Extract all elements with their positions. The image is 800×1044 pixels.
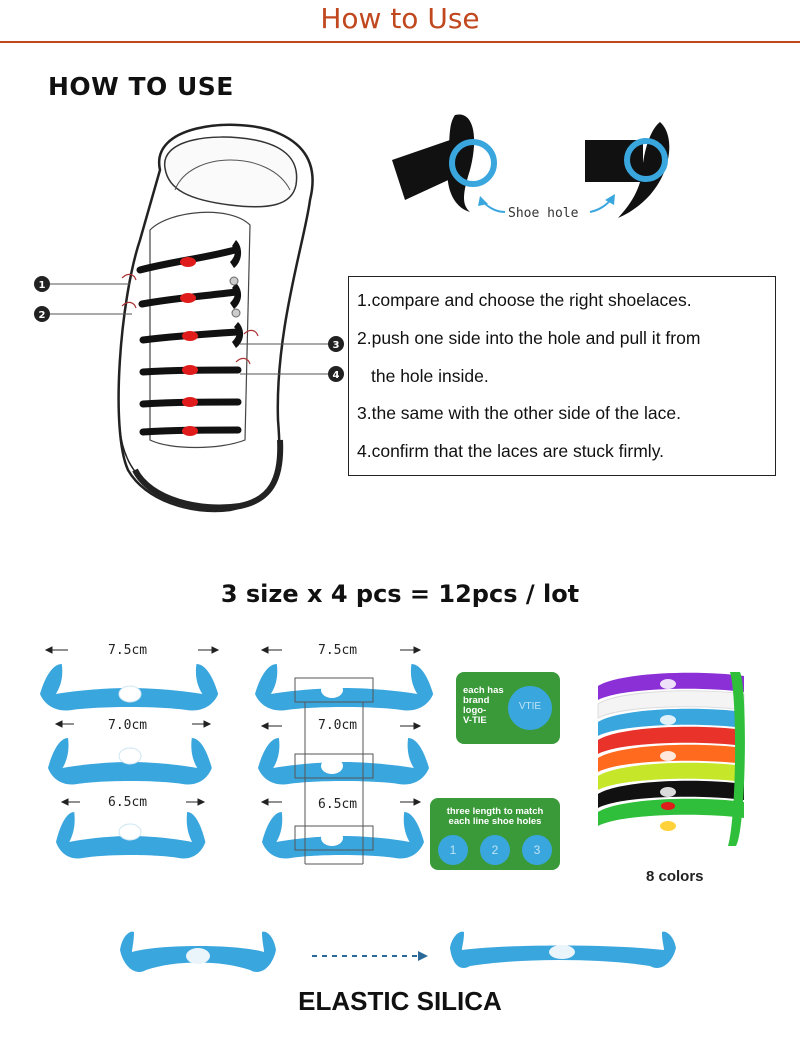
- length-label-left-2: 7.0cm: [108, 718, 148, 733]
- step-2-continued-text: the hole inside.: [371, 366, 489, 386]
- length-label-right-3: 6.5cm: [318, 797, 358, 812]
- callout-3: 3: [333, 340, 340, 351]
- length-label-left-1: 7.5cm: [108, 643, 148, 658]
- badge-logo-line-4: V-TIE: [463, 715, 487, 726]
- length-match-badge: three length to match each line shoe hol…: [430, 798, 560, 870]
- shoe-hole-label: Shoe hole: [508, 206, 579, 221]
- step-4-text: 4.confirm that the laces are stuck firml…: [357, 441, 665, 461]
- color-variants-stack: [597, 672, 745, 846]
- callout-markers: [34, 276, 344, 382]
- callout-4: 4: [333, 370, 340, 381]
- step-3-text: 3.the same with the other side of the la…: [357, 403, 681, 423]
- vtie-logo-text: VTIE: [518, 701, 542, 712]
- length-label-right-1: 7.5cm: [318, 643, 358, 658]
- step-2-text: 2.push one side into the hole and pull i…: [357, 328, 701, 348]
- callout-1: 1: [39, 280, 46, 291]
- size-count-heading: 3 size x 4 pcs = 12pcs / lot: [220, 580, 580, 608]
- hole-size-disc-2: 2: [480, 835, 510, 865]
- how-to-use-heading: HOW TO USE: [48, 72, 234, 101]
- elastic-silica-label: ELASTIC SILICA: [298, 986, 502, 1016]
- step-1-text: 1.compare and choose the right shoelaces…: [357, 290, 692, 310]
- callout-2: 2: [39, 310, 46, 321]
- hole-size-number-1: 1: [449, 843, 457, 857]
- hole-size-disc-1: 1: [438, 835, 468, 865]
- badge-logo-line-1: each has: [463, 685, 504, 696]
- page-header-title: How to Use: [320, 2, 480, 35]
- colors-count-label: 8 colors: [646, 868, 704, 885]
- badge-length-line-2: each line shoe holes: [448, 816, 542, 827]
- header-divider: [0, 41, 800, 43]
- hole-size-number-3: 3: [533, 843, 541, 857]
- hole-size-disc-3: 3: [522, 835, 552, 865]
- hole-size-number-2: 2: [491, 843, 499, 857]
- length-label-left-3: 6.5cm: [108, 795, 148, 810]
- shoe-hole-illustration: [392, 114, 670, 218]
- vtie-logo-disc: VTIE: [508, 686, 552, 730]
- brand-logo-badge: each has brand logo- V-TIE VTIE: [456, 672, 560, 744]
- instructions-box: 1.compare and choose the right shoelaces…: [348, 276, 776, 476]
- length-label-right-2: 7.0cm: [318, 718, 358, 733]
- shoelace-rows: [136, 240, 244, 436]
- elastic-lace-illustration: [120, 931, 676, 972]
- badge-logo-line-2: brand: [463, 695, 490, 706]
- badge-logo-line-3: logo-: [463, 705, 487, 716]
- badge-length-line-1: three length to match: [446, 806, 544, 817]
